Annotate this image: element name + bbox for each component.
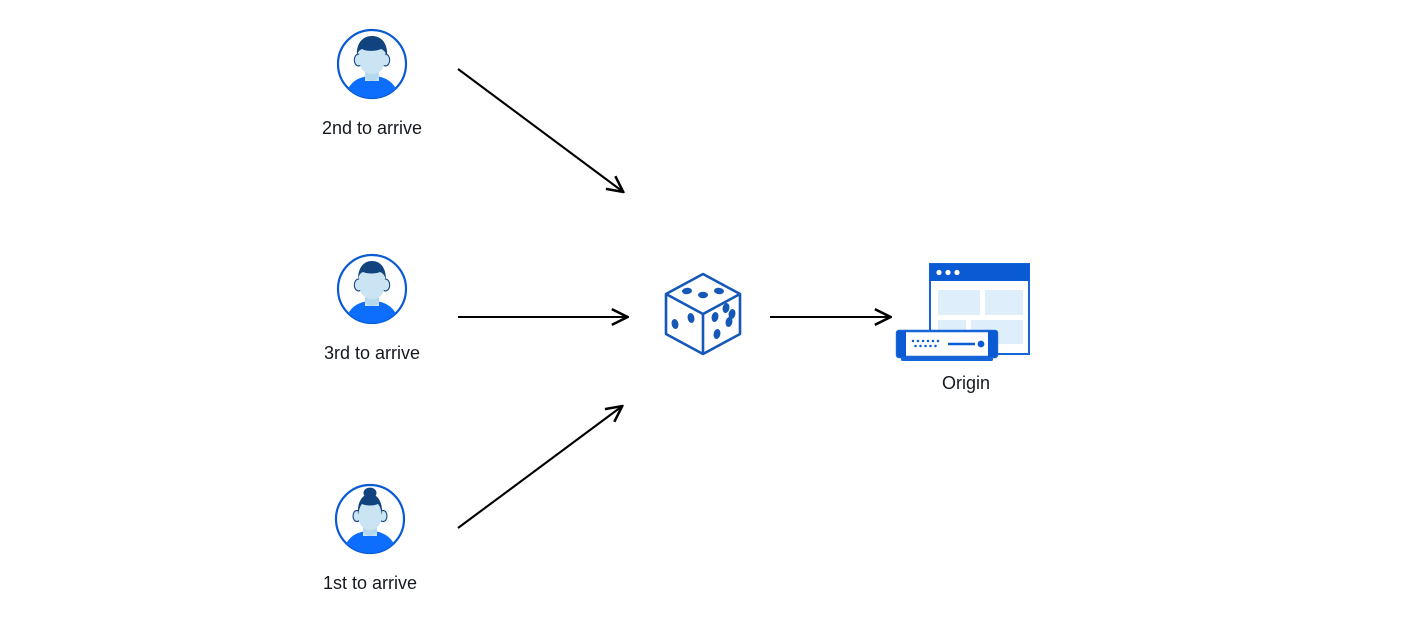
node-visitor-1st[interactable]: 1st to arrive <box>310 482 430 594</box>
arrow-2nd-to-dice <box>457 68 622 191</box>
node-visitor-2nd[interactable]: 2nd to arrive <box>312 27 432 139</box>
node-randomizer[interactable] <box>658 268 748 358</box>
origin-server-icon <box>895 263 1030 361</box>
node-origin[interactable]: Origin <box>893 258 1043 394</box>
node-label-origin: Origin <box>941 373 990 393</box>
dice-icon <box>664 272 742 356</box>
user-avatar-icon <box>336 253 408 325</box>
user-avatar-icon <box>334 483 406 555</box>
server-device-shape <box>895 329 999 361</box>
node-label-visitor-3rd: 3rd to arrive <box>323 343 421 363</box>
node-label-visitor-2nd: 2nd to arrive <box>321 118 423 138</box>
arrow-1st-to-dice <box>457 407 621 529</box>
node-label-visitor-1st: 1st to arrive <box>322 573 418 593</box>
user-avatar-icon <box>336 28 408 100</box>
node-visitor-3rd[interactable]: 3rd to arrive <box>312 252 432 364</box>
